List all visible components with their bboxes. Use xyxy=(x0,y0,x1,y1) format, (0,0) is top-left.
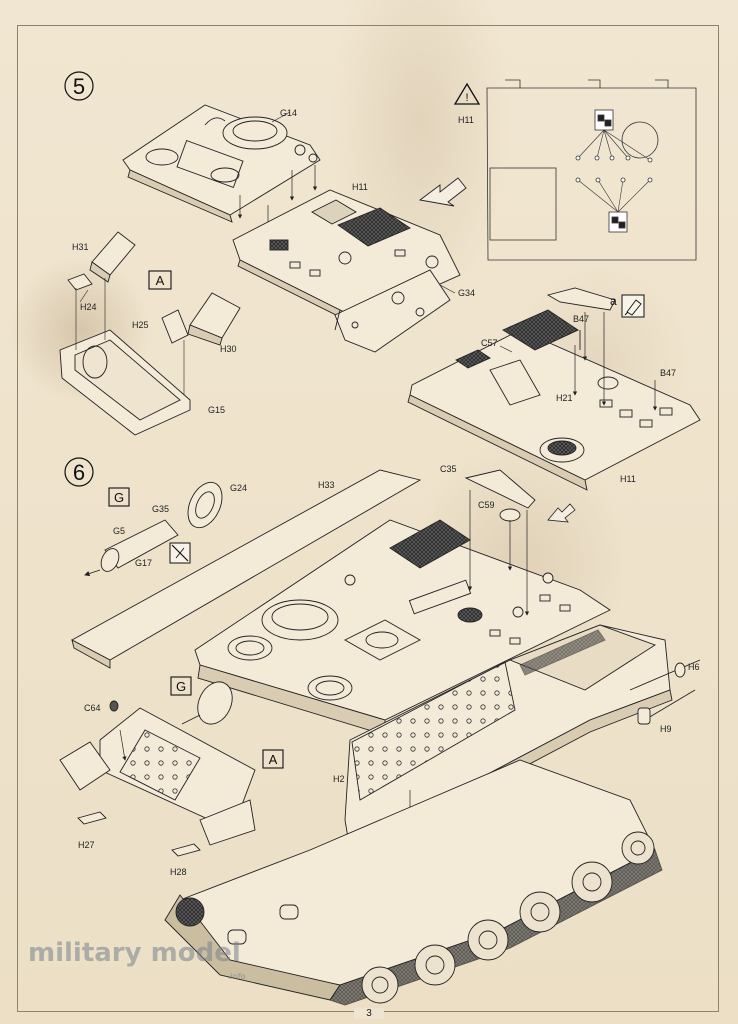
label-h28: H28 xyxy=(170,867,187,877)
label-g24: G24 xyxy=(230,483,247,493)
rear-plate-g34 xyxy=(334,269,451,353)
label-a: a xyxy=(610,294,617,308)
label-h11-bottom: H11 xyxy=(620,474,636,484)
mantlet-mid xyxy=(181,681,233,725)
label-c57: C57 xyxy=(481,338,498,348)
label-h21: H21 xyxy=(556,393,573,403)
part-h27 xyxy=(77,811,107,825)
subassembly-g-box-mid xyxy=(170,676,192,696)
subassembly-g-label-mid: G xyxy=(176,679,186,694)
warning-icon xyxy=(453,82,481,105)
arrows-h11-bottom xyxy=(572,312,658,411)
label-h33: H33 xyxy=(318,480,335,490)
label-h31: H31 xyxy=(72,242,89,252)
watermark-suffix: .info xyxy=(228,972,246,981)
glue-brush-icon xyxy=(624,299,642,316)
label-b47-top: B47 xyxy=(573,314,589,324)
label-g34: G34 xyxy=(458,288,475,298)
label-g15: G15 xyxy=(208,405,225,415)
label-g17: G17 xyxy=(135,558,152,568)
direction-arrow-icon-2 xyxy=(547,503,576,523)
label-h9: H9 xyxy=(660,724,672,734)
direction-arrow-icon xyxy=(418,177,467,207)
subassembly-a-label-bottom: A xyxy=(269,752,278,767)
label-h11: H11 xyxy=(352,182,368,192)
road-wheels xyxy=(175,831,655,1004)
side-skirt-h33 xyxy=(71,469,422,669)
part-h24 xyxy=(67,273,93,291)
parts-h6-h9 xyxy=(629,659,701,725)
leaders-a xyxy=(75,278,185,395)
front-plate xyxy=(59,700,256,846)
subassembly-g-label-top: G xyxy=(114,490,124,505)
parts-c35-c59 xyxy=(464,469,536,522)
subassembly-g-box-top xyxy=(108,487,130,507)
step-5-circle xyxy=(64,71,94,101)
label-g14: G14 xyxy=(280,108,297,118)
leader-g34 xyxy=(439,284,456,294)
label-h27: H27 xyxy=(78,840,95,850)
bracket-h30 xyxy=(187,292,241,346)
step-6: 6 G G24 G35 G5 G17 xyxy=(59,457,701,1006)
leader-g14 xyxy=(271,111,291,123)
part-h28 xyxy=(171,843,201,857)
step-5-number: 5 xyxy=(73,74,85,99)
frame-g15 xyxy=(59,329,191,436)
arrows-c35 xyxy=(467,490,530,616)
label-c64: C64 xyxy=(84,703,101,713)
subassembly-a-label: A xyxy=(156,273,165,288)
label-g5: G5 xyxy=(113,526,125,536)
leader-c57 xyxy=(499,345,513,353)
label-h30: H30 xyxy=(220,344,237,354)
subassembly-a-box xyxy=(148,270,172,290)
label-g35: G35 xyxy=(152,504,169,514)
watermark-text: military model xyxy=(28,938,241,968)
detail-box-h11 xyxy=(486,79,697,261)
label-h25: H25 xyxy=(132,320,149,330)
bracket-h31 xyxy=(89,231,136,283)
page-number: 3 xyxy=(354,1008,384,1019)
plate-h11-bottom xyxy=(407,309,701,491)
label-c35: C35 xyxy=(440,464,457,474)
step-6-circle xyxy=(64,457,94,487)
step-6-number: 6 xyxy=(73,460,85,485)
label-b47-right: B47 xyxy=(660,368,676,378)
label-h11-warning: H11 xyxy=(458,115,474,125)
part-h25 xyxy=(161,309,189,344)
part-b47-top xyxy=(546,287,616,350)
upper-deck-g14 xyxy=(122,104,321,223)
no-glue-icon xyxy=(169,542,191,564)
label-h2: H2 xyxy=(333,774,345,784)
warning-exclamation-icon: ! xyxy=(465,92,468,104)
label-c59: C59 xyxy=(478,500,495,510)
step-5: 5 G14 xyxy=(59,71,701,491)
label-h24: H24 xyxy=(80,302,97,312)
upper-hull xyxy=(194,519,611,736)
label-h6: H6 xyxy=(688,662,700,672)
gun-parts xyxy=(84,481,223,577)
subassembly-a-box-bottom xyxy=(262,749,284,769)
